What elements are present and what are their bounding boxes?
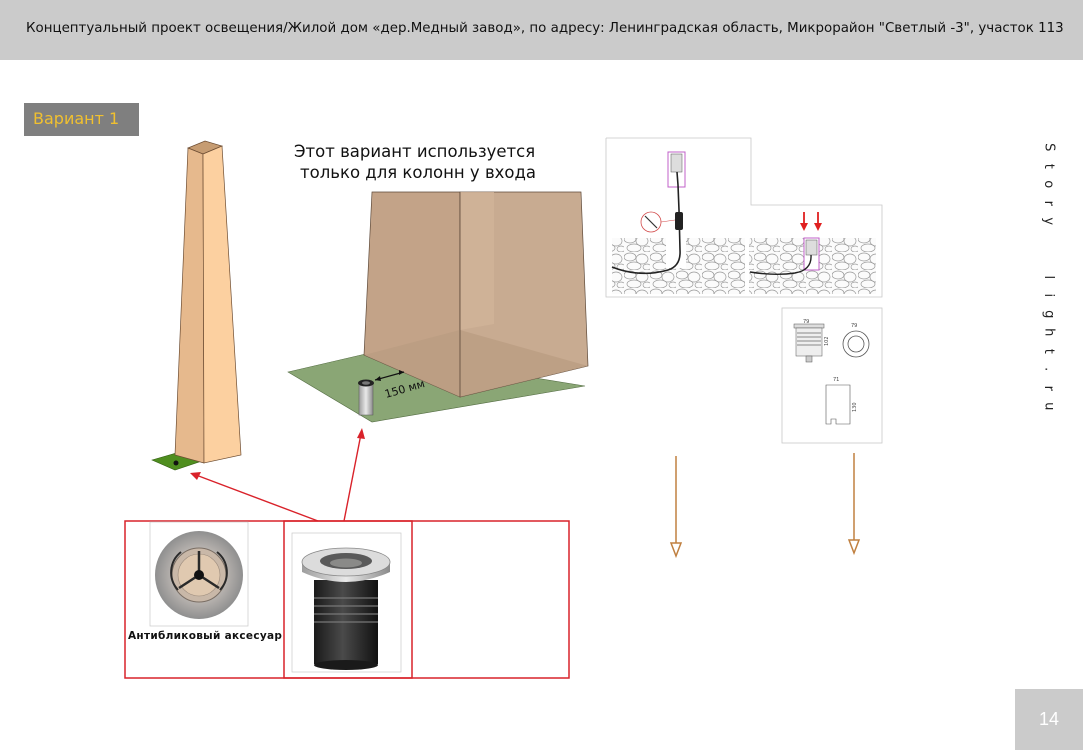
brand-letter: y: [1041, 217, 1057, 226]
header-bar: Концептуальный проект освещения/Жилой до…: [0, 0, 1083, 60]
dim-ring: 79: [851, 323, 857, 329]
brand-letter: l: [1041, 274, 1057, 279]
dim-top-width: 79: [803, 319, 809, 325]
dimension-drawing: 79 102 79 71 130: [781, 307, 883, 444]
brand-letter: t: [1041, 348, 1057, 354]
usage-note: Этот вариант используется только для кол…: [294, 141, 536, 183]
brand-letter: g: [1041, 309, 1057, 318]
variant-badge: Вариант 1: [24, 103, 139, 136]
dim-height: 102: [824, 336, 830, 346]
brand-letter: .: [1041, 367, 1057, 372]
dim-sleeve-width: 71: [833, 377, 839, 383]
brand-letter: r: [1041, 385, 1057, 391]
frame-fixture: [283, 520, 413, 679]
brand-letter: o: [1041, 180, 1057, 189]
column-illustration: [151, 140, 242, 471]
dim-sleeve-height: 130: [852, 402, 858, 412]
variant-label: Вариант 1: [33, 109, 120, 128]
usage-note-line-1: Этот вариант используется: [294, 142, 536, 161]
installation-diagram: [605, 137, 883, 298]
pointer-arrows: [190, 428, 365, 522]
brand-vertical-text: S t o r y l i g h t . r u: [1040, 138, 1056, 416]
brand-letter: S: [1041, 143, 1057, 152]
brand-letter: t: [1041, 163, 1057, 169]
page-title: Концептуальный проект освещения/Жилой до…: [26, 21, 1064, 36]
brand-letter: h: [1041, 328, 1057, 337]
brand-letter: i: [1041, 293, 1057, 298]
fixture-spot: [173, 460, 179, 466]
page-number: 14: [1038, 709, 1060, 729]
product-frames: [124, 520, 570, 679]
brand-letter: u: [1041, 402, 1057, 411]
fixture-image: [291, 532, 402, 673]
press-arrows: [800, 212, 822, 231]
page-number-box: 14: [1015, 689, 1083, 750]
usage-note-line-2: только для колонн у входа: [300, 163, 537, 182]
brand-letter: r: [1041, 200, 1057, 206]
accessory-caption: Антибликовый аксесуар: [128, 630, 283, 642]
fixture-sleeve: [358, 382, 374, 416]
wall-corner-illustration: 150 мм: [287, 191, 589, 423]
accessory-image: [149, 521, 249, 627]
down-arrows: [669, 453, 861, 559]
